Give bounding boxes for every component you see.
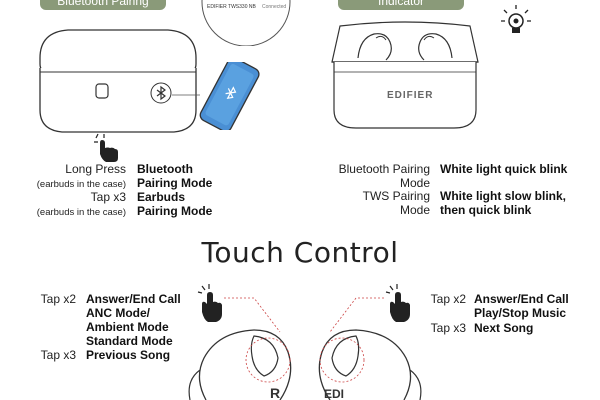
right-tap-x2-fn-1: Answer/End Call xyxy=(474,292,569,306)
left-tap-x2-action: Tap x2 xyxy=(40,292,76,306)
section-title: Touch Control xyxy=(201,236,399,269)
light-bulb-icon xyxy=(501,5,531,33)
bt-pairing-mode-label: Bluetooth Pairing Mode xyxy=(300,162,430,190)
left-leader-line xyxy=(224,297,281,333)
bt-pairing-indicator: White light quick blink xyxy=(440,162,567,176)
open-case-with-earbuds xyxy=(331,21,479,129)
left-tap-x3-action: Tap x3 xyxy=(40,348,76,362)
right-tap-x2-fn-2: Play/Stop Music xyxy=(474,306,567,320)
right-tap-x2-functions: Answer/End Call Play/Stop Music xyxy=(474,292,569,320)
tws-pairing-mode-1: TWS Pairing xyxy=(362,189,430,203)
bluetooth-icon xyxy=(150,82,172,104)
tws-pairing-mode-label: TWS Pairing Mode xyxy=(300,189,430,217)
long-press-result-2: Pairing Mode xyxy=(137,176,213,190)
left-tap-x2-fn-4: Standard Mode xyxy=(86,334,173,348)
tws-pairing-indicator: White light slow blink, then quick blink xyxy=(440,189,566,217)
phone-connection-status: Connected xyxy=(262,4,287,10)
smartphone-illustration xyxy=(199,62,260,130)
right-tap-hand-icon xyxy=(385,284,410,322)
left-tap-x2-fn-2: ANC Mode/ xyxy=(86,306,150,320)
left-tap-x2-fn-1: Answer/End Call xyxy=(86,292,181,306)
tws-pairing-mode-2: Mode xyxy=(399,203,430,217)
right-tap-x3-function: Next Song xyxy=(474,321,534,335)
long-press-result-1: Bluetooth xyxy=(137,162,193,176)
tap-x3-action: Tap x3 xyxy=(90,190,126,204)
left-tap-x2-fn-3: Ambient Mode xyxy=(86,320,169,334)
bt-pairing-indicator-1: White light quick blink xyxy=(440,162,568,176)
charging-case-illustration xyxy=(39,29,197,133)
connection-line xyxy=(172,94,200,96)
tap-x3-result-1: Earbuds xyxy=(137,190,186,204)
long-press-result: Bluetooth Pairing Mode xyxy=(137,162,212,190)
long-press-note: (earbuds in the case) xyxy=(36,179,126,190)
phone-device-name: EDIFIER TWS330 NB xyxy=(207,4,256,10)
right-tap-x2-action: Tap x2 xyxy=(430,292,466,306)
bt-pairing-mode-1: Bluetooth Pairing xyxy=(338,162,430,176)
case-brand-logo: EDIFIER xyxy=(387,90,434,101)
svg-text:EDI: EDI xyxy=(324,387,344,400)
tws-pairing-indicator-2: then quick blink xyxy=(440,203,532,217)
tap-x3-result: Earbuds Pairing Mode xyxy=(137,190,212,218)
left-earbud-illustration: R xyxy=(188,329,292,400)
bt-pairing-mode-2: Mode xyxy=(399,176,430,190)
tws-pairing-indicator-1: White light slow blink, xyxy=(440,189,566,203)
phone-screen-popup xyxy=(201,0,291,46)
right-earbud-illustration: EDI xyxy=(318,329,422,400)
tap-x3-note: (earbuds in the case) xyxy=(36,207,126,218)
left-tap-hand-icon xyxy=(197,284,222,322)
press-hand-icon xyxy=(94,133,118,162)
left-tap-x2-functions: Answer/End Call ANC Mode/ Ambient Mode S… xyxy=(86,292,181,348)
right-tap-x3-action: Tap x3 xyxy=(430,321,466,335)
right-leader-line xyxy=(329,297,384,333)
tap-x3-label: Tap x3 (earbuds in the case) xyxy=(10,190,126,220)
svg-text:R: R xyxy=(270,385,280,400)
long-press-action: Long Press xyxy=(65,162,126,176)
indicator-header: Indicator xyxy=(338,0,464,10)
bluetooth-pairing-header: Bluetooth Pairing xyxy=(40,0,166,10)
long-press-label: Long Press (earbuds in the case) xyxy=(10,162,126,192)
tap-x3-result-2: Pairing Mode xyxy=(137,204,213,218)
left-tap-x3-function: Previous Song xyxy=(86,348,171,362)
